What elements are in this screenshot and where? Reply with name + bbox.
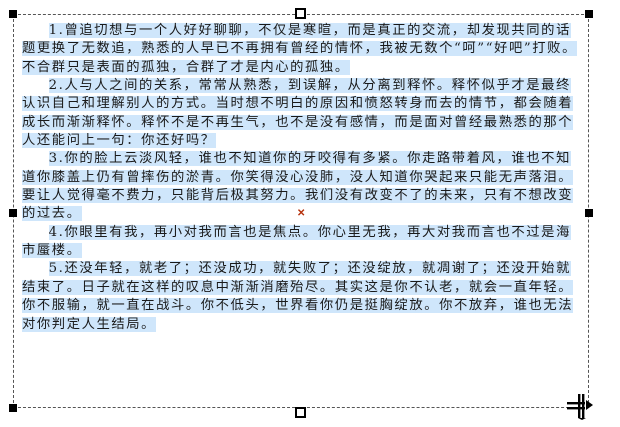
- paragraph-4[interactable]: 4.你眼里有我，再小对我而言也是焦点。你心里无我，再大对我而言也不过是海市蜃楼。: [22, 224, 582, 261]
- paragraph-3[interactable]: 3.你的脸上云淡风轻，谁也不知道你的牙咬得有多紧。你走路带着风，谁也不知道你膝盖…: [22, 150, 582, 223]
- resize-handle-middle-left[interactable]: [9, 209, 17, 217]
- paragraph-5[interactable]: 5.还没年轻，就老了；还没成功，就失败了；还没绽放，就凋谢了；还没开始就结束了。…: [22, 260, 582, 333]
- resize-handle-top-right[interactable]: [585, 10, 593, 18]
- resize-handle-top-center[interactable]: [295, 8, 306, 19]
- resize-handle-bottom-center[interactable]: [295, 407, 306, 418]
- paragraph-text: 1.曾追切想与一个人好好聊聊，不仅是寒暄，而是真正的交流，却发现共同的话题更换了…: [22, 23, 577, 75]
- resize-handle-bottom-left[interactable]: [9, 404, 17, 412]
- paragraph-2[interactable]: 2.人与人之间的关系，常常从熟悉，到误解，从分离到释怀。释怀似乎才是最终认识自己…: [22, 77, 582, 150]
- paragraph-text: 2.人与人之间的关系，常常从熟悉，到误解，从分离到释怀。释怀似乎才是最终认识自己…: [22, 78, 574, 149]
- paragraph-1[interactable]: 1.曾追切想与一个人好好聊聊，不仅是寒暄，而是真正的交流，却发现共同的话题更换了…: [22, 22, 582, 77]
- paragraph-text: 4.你眼里有我，再小对我而言也是焦点。你心里无我，再大对我而言也不过是海市蜃楼。: [22, 224, 571, 259]
- paragraph-text: 5.还没年轻，就老了；还没成功，就失败了；还没绽放，就凋谢了；还没开始就结束了。…: [22, 261, 574, 332]
- text-cursor-marker-icon: ✕: [297, 208, 306, 219]
- text-body[interactable]: 1.曾追切想与一个人好好聊聊，不仅是寒暄，而是真正的交流，却发现共同的话题更换了…: [22, 22, 582, 334]
- resize-handle-top-left[interactable]: [9, 10, 17, 18]
- resize-cursor-icon: [567, 394, 593, 420]
- resize-handle-middle-right[interactable]: [585, 209, 593, 217]
